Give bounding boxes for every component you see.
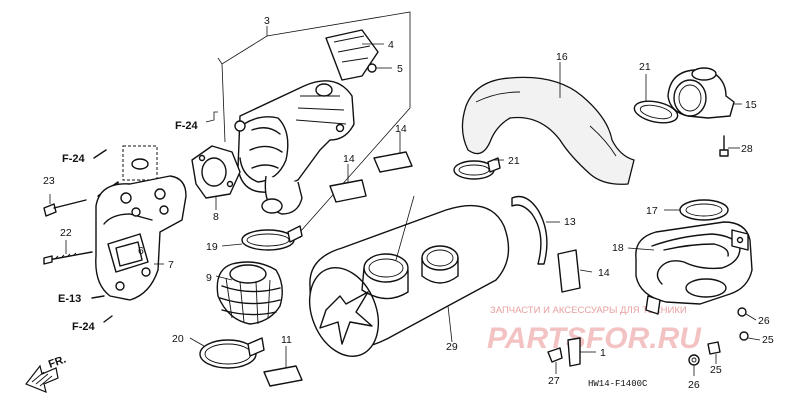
callout-17: 17: [646, 205, 658, 217]
heat-shield-assembly: [234, 80, 355, 215]
ref-label: F-24: [62, 153, 86, 165]
callout-25-right: 25: [762, 334, 774, 346]
pad-14-right: [557, 249, 593, 293]
callout-14-b: 14: [343, 153, 355, 165]
bolt-23: [43, 194, 87, 217]
callout-11: 11: [281, 334, 292, 346]
callout-7: 7: [168, 259, 174, 271]
bolt-25-bottom: [707, 341, 721, 364]
air-cleaner-case-29: [308, 195, 510, 358]
watermark: ЗАПЧАСТИ И АКСЕССУАРЫ ДЛЯ ТЕХНИКИ PARTSF…: [487, 305, 702, 355]
callout-16: 16: [556, 51, 568, 63]
reference-f24-bottom: F-24: [72, 315, 113, 333]
callout-25-bottom: 25: [710, 364, 722, 376]
callout-20: 20: [172, 333, 184, 345]
clamp-21-upper: [633, 74, 679, 124]
screw-5: [367, 63, 392, 73]
callout-numbers: 3 4 5 14 14 23 22 7 8 19 9 20 11 29 21 1…: [43, 15, 774, 391]
screw-28: [719, 135, 740, 157]
air-box-18: [627, 221, 753, 315]
front-direction-arrow: FR.: [25, 353, 68, 393]
connector-boot-9: [215, 261, 283, 325]
clamp-21-middle: [453, 157, 504, 180]
watermark-logo: PARTSFOR.RU: [487, 322, 702, 355]
pad-14-upper: [373, 132, 413, 173]
elbow-joint-15: [667, 67, 742, 119]
bracket-1: [567, 337, 596, 367]
ref-label: E-13: [58, 293, 81, 305]
callout-14-a: 14: [395, 123, 407, 135]
callout-21-upper: 21: [639, 61, 651, 73]
callout-19: 19: [206, 241, 218, 253]
seal-ring-17: [664, 199, 729, 221]
reference-e13: E-13: [58, 293, 105, 305]
callout-27: 27: [548, 375, 560, 387]
reference-f24-left: F-24: [62, 149, 107, 165]
clip-27: [547, 347, 563, 374]
callout-6: 6: [138, 245, 144, 257]
front-label: FR.: [47, 353, 68, 370]
callout-3: 3: [264, 15, 270, 27]
callout-18: 18: [612, 242, 624, 254]
callout-15: 15: [745, 99, 757, 111]
callout-26-bottom: 26: [688, 379, 700, 391]
callout-13: 13: [564, 216, 576, 228]
watermark-text: ЗАПЧАСТИ И АКСЕССУАРЫ ДЛЯ ТЕХНИКИ: [490, 305, 687, 316]
band-13: [511, 195, 560, 265]
pad-14-middle: [329, 164, 367, 203]
bolt-25-right: [739, 331, 761, 341]
clamp-20: [189, 337, 265, 369]
ref-label: F-24: [72, 321, 96, 333]
reference-f24-top: F-24: [175, 111, 218, 132]
clamp-19: [221, 225, 303, 251]
callout-29: 29: [446, 341, 458, 353]
gasket-8: [191, 145, 241, 210]
air-duct-7: [95, 175, 187, 301]
callout-8: 8: [213, 211, 219, 223]
callout-28: 28: [741, 143, 753, 155]
ref-label: F-24: [175, 120, 199, 132]
diagram-code: HW14-F1400C: [588, 379, 648, 389]
callout-21-middle: 21: [508, 155, 520, 167]
callout-14-c: 14: [598, 267, 610, 279]
callout-9: 9: [206, 272, 212, 284]
washer-26-bottom: [688, 354, 700, 376]
gasket-4: [325, 29, 384, 81]
callout-22: 22: [60, 227, 72, 239]
clip-detail-box: [122, 145, 158, 214]
callout-26-right: 26: [758, 315, 770, 327]
stud-22: [43, 240, 93, 265]
callout-4: 4: [388, 39, 394, 51]
washer-26-right: [737, 307, 757, 321]
pad-11: [263, 346, 303, 387]
callout-23: 23: [43, 175, 55, 187]
callout-1: 1: [600, 347, 606, 359]
intake-duct-16: [461, 62, 635, 185]
callout-5: 5: [397, 63, 403, 75]
